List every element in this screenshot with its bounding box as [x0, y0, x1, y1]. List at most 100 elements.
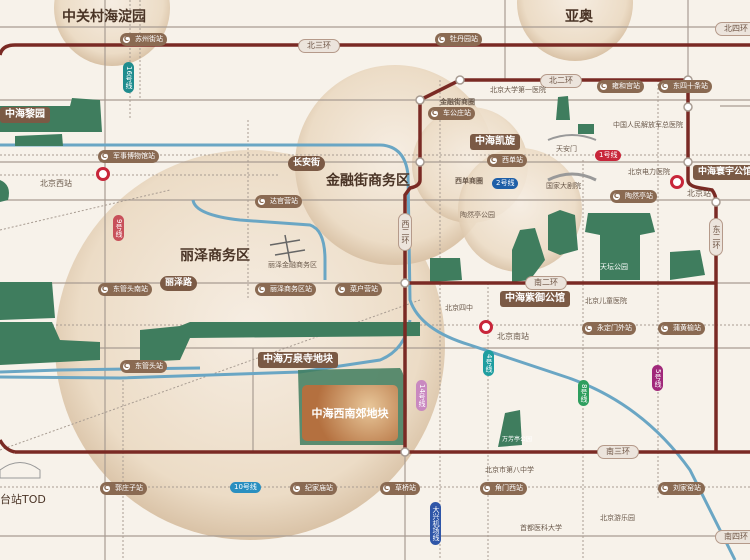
metro-line-badge: 16号线 [123, 62, 134, 93]
landmark-xidan: 西单商圈 [455, 177, 483, 185]
project-zhonghai-kaixuan[interactable]: 中海凯旋 [470, 134, 520, 150]
metro-line-badge: 大兴机场线 [430, 502, 441, 545]
landmark-label: 首都医科大学 [520, 524, 562, 532]
metro-icon: C [659, 81, 670, 92]
landmark-label: 陶然亭公园 [460, 211, 495, 219]
ring-roads [0, 43, 750, 454]
metro-icon: C [291, 483, 302, 494]
station-label: 郭庄子站 [115, 484, 143, 492]
station-label: 蒲黄榆站 [673, 324, 701, 332]
landmark-hospital: 北京电力医院 [628, 168, 670, 176]
landmark-label: 北京儿童医院 [585, 297, 627, 305]
metro-icon: C [436, 34, 447, 45]
district-zhongguancun: 中关村海淀园 [62, 9, 146, 25]
station-label: 草桥站 [395, 484, 416, 492]
metro-line-badge: 2号线 [492, 178, 519, 189]
project-zhonghai-ziyu[interactable]: 中海紫御公馆 [500, 291, 570, 307]
station-label: 达官营站 [270, 197, 298, 205]
ring-south2: 南二环 [525, 276, 567, 290]
district-jinrongjie: 金融街商务区 [326, 173, 410, 189]
road-changan: 长安街 [288, 156, 326, 171]
project-zhonghai-huanyu[interactable]: 中海寰宇公馆 [693, 165, 750, 180]
station-label: 菜户营站 [350, 285, 378, 293]
beijing-station: 北京站 [687, 189, 711, 198]
metro-icon: C [381, 483, 392, 494]
metro-line-badge: 9号线 [113, 215, 124, 242]
landmark-lize-hub: 丽泽金融商务区 [268, 261, 317, 269]
metro-icon: C [121, 34, 132, 45]
station-label: 牡丹园站 [450, 35, 478, 43]
landmark-label: 北京四中 [445, 304, 473, 312]
landmark-pku-hospital: 北京大学第一医院 [490, 86, 546, 94]
landmark-jinrongjie: 金融街商圈 [440, 98, 475, 106]
railway-station-icon [96, 167, 110, 181]
metro-line-badge: 4号线 [483, 350, 494, 377]
metro-icon: C [488, 155, 499, 166]
landmark-pla-hospital: 中国人民解放军总医院 [613, 121, 683, 129]
metro-icon: C [659, 483, 670, 494]
metro-icon: C [99, 284, 110, 295]
landmark-label: 万芳亭公园 [502, 436, 533, 443]
project-taizhan-tod: 台站TOD [0, 493, 46, 506]
landmark-national-theatre: 国家大剧院 [546, 182, 581, 190]
metro-icon: C [101, 483, 112, 494]
ring-north2: 北二环 [540, 74, 582, 88]
station-label: 陶然亭站 [625, 192, 653, 200]
ring-east2: 东二环 [709, 218, 723, 256]
project-zhonghai-xinanjiao[interactable]: 中海西南郊地块 [302, 385, 398, 441]
metro-line-badge: 1号线 [595, 150, 622, 161]
station-label: 东四十条站 [673, 82, 708, 90]
metro-line-badge: 14号线 [416, 380, 427, 411]
metro-line-badge: 10号线 [230, 482, 261, 493]
metro-line-badge: 5号线 [652, 365, 663, 392]
metro-line-badge: 8号线 [578, 380, 589, 407]
project-zhonghai-wanquansi[interactable]: 中海万泉寺地块 [258, 352, 338, 368]
beijing-west-station: 北京西站 [40, 179, 72, 188]
ring-south4: 南四环 [715, 530, 750, 544]
landmark-label: 北京游乐园 [600, 514, 635, 522]
railway-station-icon [670, 175, 684, 189]
metro-icon: C [659, 323, 670, 334]
metro-icon: C [99, 151, 110, 162]
metro-icon: C [429, 108, 440, 119]
metro-icon: C [583, 323, 594, 334]
station-label: 东管头南站 [113, 285, 148, 293]
station-label: 东管头站 [135, 362, 163, 370]
metro-icon: C [598, 81, 609, 92]
ring-west2: 西二环 [398, 213, 412, 251]
station-label: 西单站 [502, 156, 523, 164]
station-label: 军事博物馆站 [113, 152, 155, 160]
railway-station-icon [479, 320, 493, 334]
landmark-label: 北京市第八中学 [485, 466, 534, 474]
metro-icon: C [256, 196, 267, 207]
metro-icon: C [336, 284, 347, 295]
ring-north4: 北四环 [715, 22, 750, 36]
landmark-tiananmen: 天安门 [556, 145, 577, 153]
station-label: 永定门外站 [597, 324, 632, 332]
project-zhonghai-liyuan[interactable]: 中海黎园 [0, 107, 50, 123]
station-label: 车公庄站 [443, 109, 471, 117]
district-lize: 丽泽商务区 [180, 248, 250, 264]
district-yaao: 亚奥 [565, 9, 593, 25]
